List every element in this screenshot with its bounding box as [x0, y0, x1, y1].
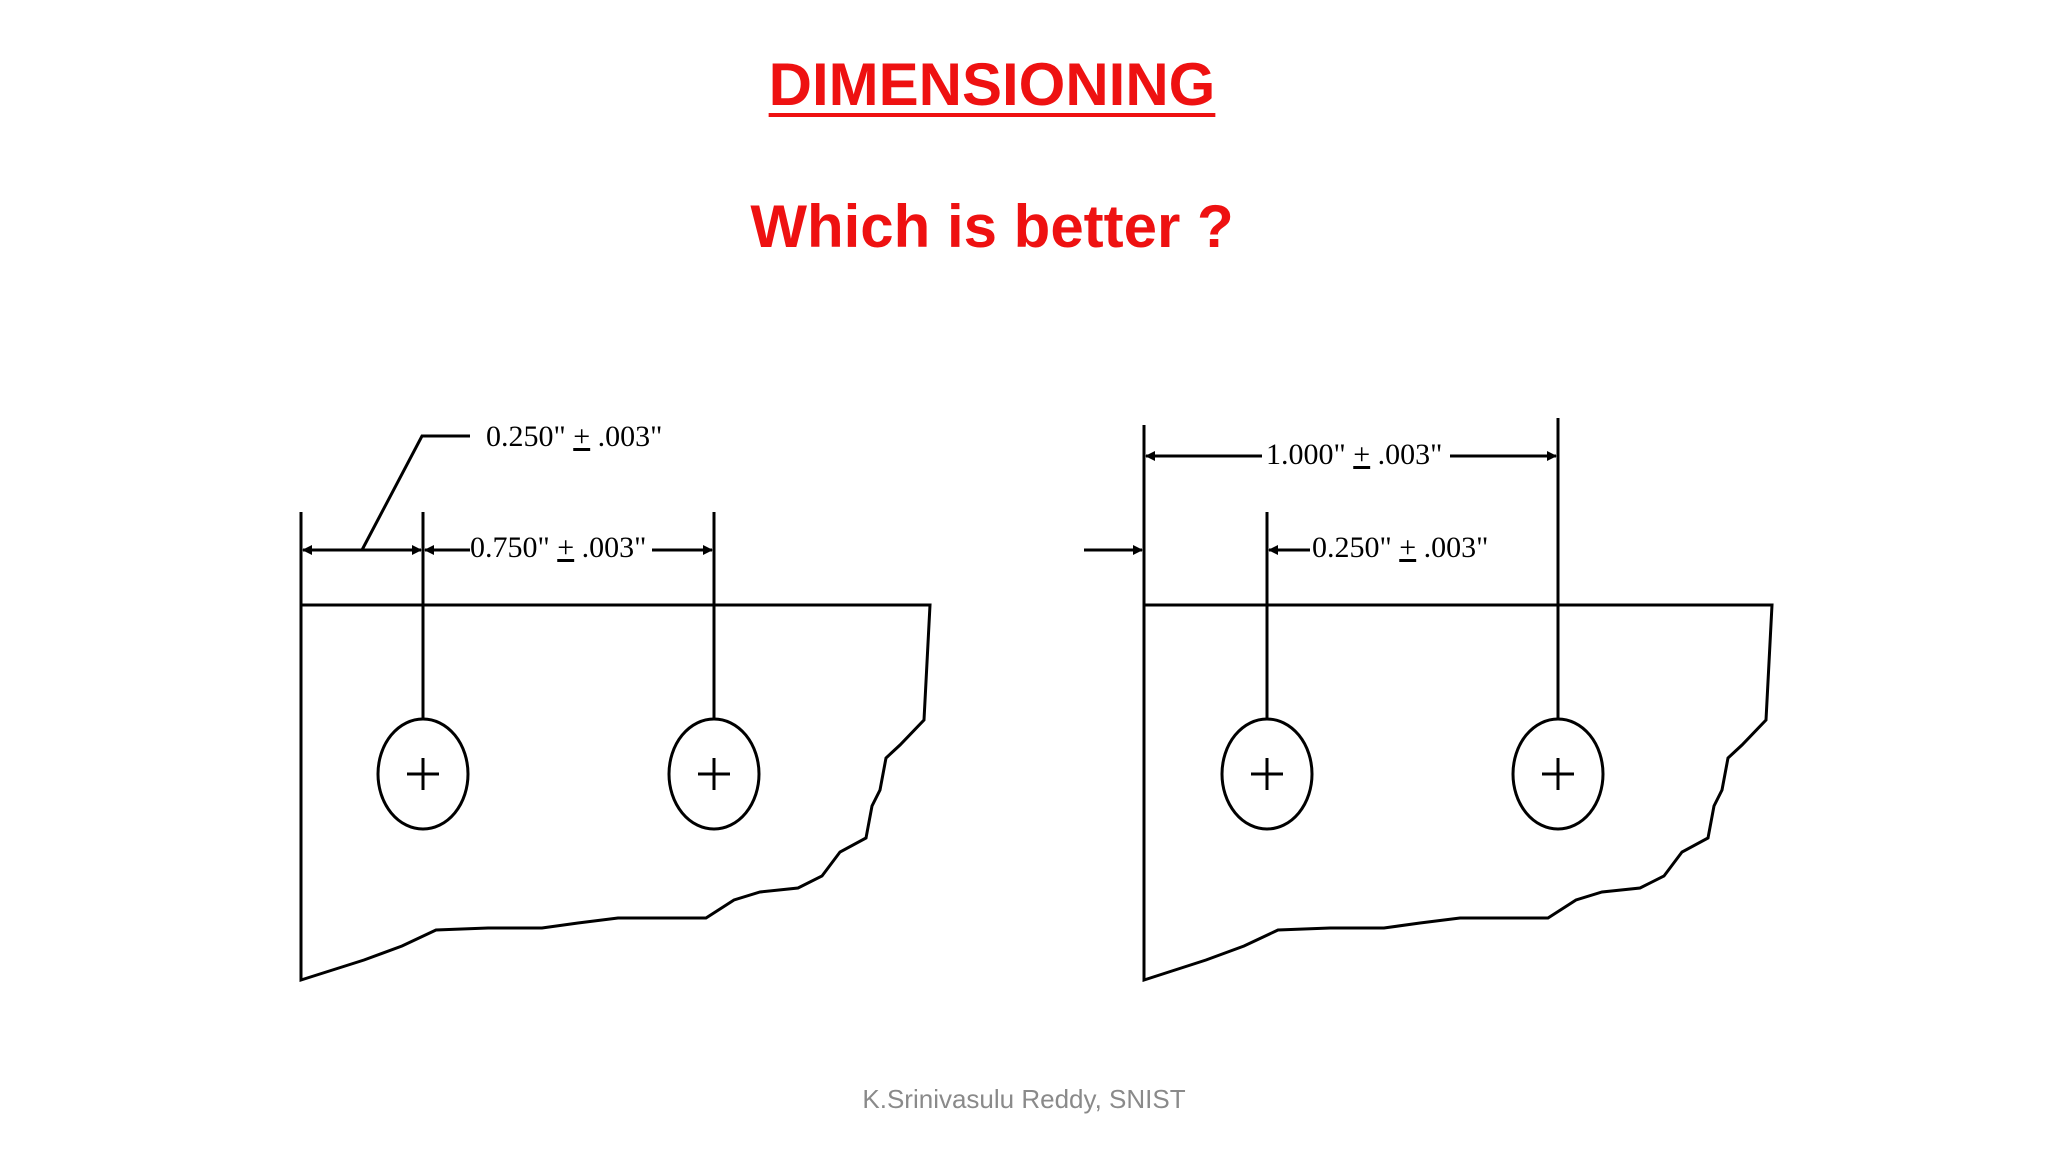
slide-title: DIMENSIONING	[768, 51, 1216, 118]
left-leader-line	[360, 434, 470, 551]
slide-footer: K.Srinivasulu Reddy, SNIST	[862, 1084, 1186, 1114]
left-hole-1	[376, 717, 470, 831]
left-hole-2	[667, 717, 761, 831]
svg-text:1.000" + .003": 1.000" + .003"	[1266, 438, 1442, 471]
right-hole-1	[1220, 717, 1314, 831]
left-center-mark-2	[698, 758, 730, 790]
svg-text:0.250" + .003": 0.250" + .003"	[1312, 531, 1488, 564]
svg-text:0.750" + .003": 0.750" + .003"	[470, 531, 646, 564]
right-figure	[1084, 418, 1774, 983]
right-dim-text-hole: 0.250" + .003"	[1312, 531, 1488, 564]
left-dim-text-spacing: 0.750" + .003"	[470, 531, 646, 564]
left-dim-text-first: 0.250" + .003"	[486, 420, 662, 453]
svg-text:0.250" + .003": 0.250" + .003"	[486, 420, 662, 453]
left-figure	[299, 434, 932, 983]
right-hole-2	[1511, 717, 1605, 831]
right-dim-text-total: 1.000" + .003"	[1266, 438, 1442, 471]
right-center-mark-2	[1542, 758, 1574, 790]
right-center-mark-1	[1251, 758, 1283, 790]
left-center-mark-1	[407, 758, 439, 790]
left-part-outline	[299, 603, 932, 983]
right-part-outline	[1142, 603, 1774, 983]
slide-subtitle: Which is better ?	[750, 193, 1234, 260]
